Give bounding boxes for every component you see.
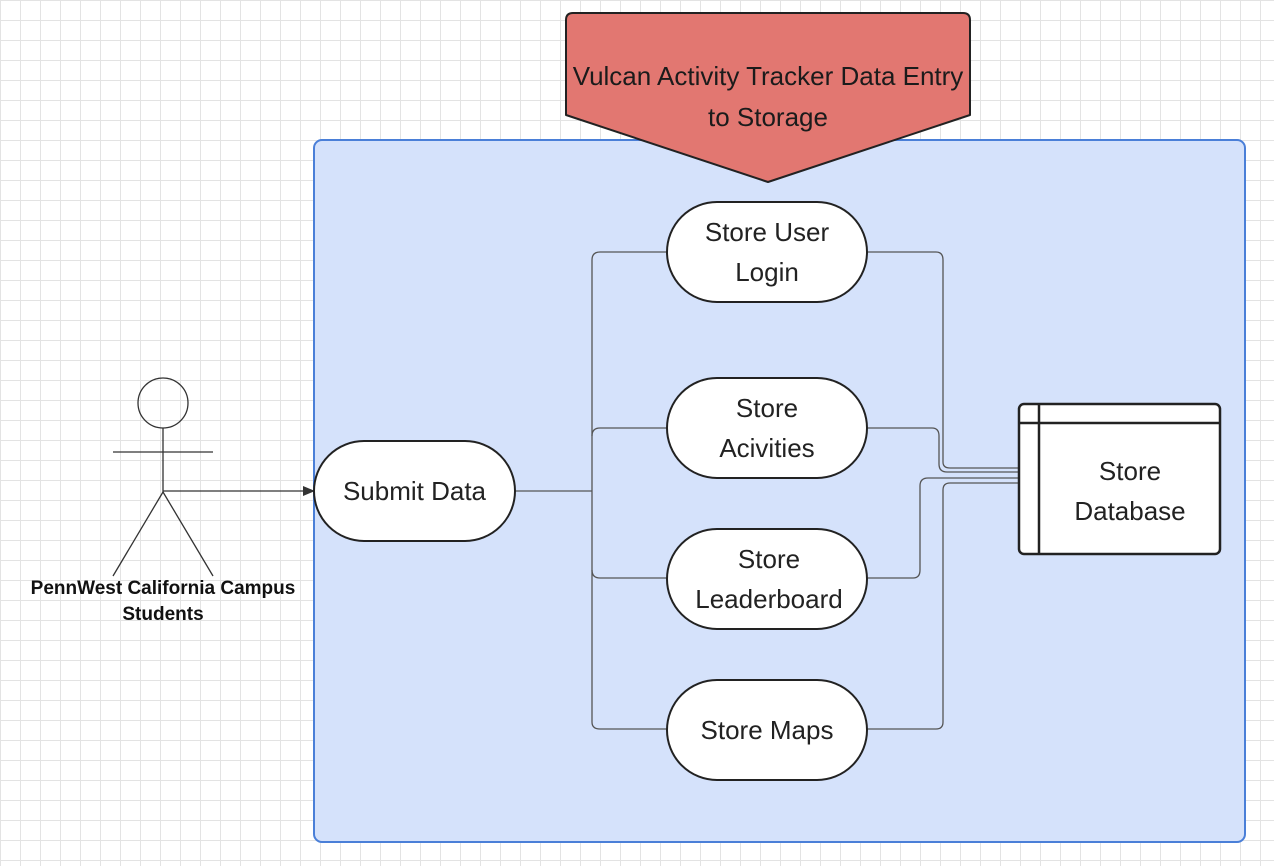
process-node-maps[interactable] — [666, 679, 868, 781]
actor-label: PennWest California Campus Students — [8, 576, 318, 628]
connector-bus-to-leaderboard — [591, 569, 667, 579]
connector-bus-vertical — [591, 251, 667, 261]
process-node-user-login[interactable] — [666, 201, 868, 303]
connector-login-to-database — [866, 251, 1020, 469]
connector-bus-vertical-lower — [591, 260, 667, 730]
actor-head — [137, 377, 189, 429]
submit-data-node[interactable] — [313, 440, 516, 542]
title-banner[interactable] — [565, 12, 971, 183]
actor-figure[interactable] — [112, 377, 214, 577]
process-node-leaderboard[interactable] — [666, 528, 868, 630]
actor-left-leg — [112, 491, 164, 577]
connectors — [514, 251, 1020, 730]
connector-bus-to-activities — [591, 427, 667, 437]
connector-activities-to-database — [866, 427, 1020, 473]
actor-label-line2: Students — [122, 604, 204, 625]
connector-maps-to-database — [866, 482, 1020, 730]
actor-right-leg — [162, 491, 214, 577]
database-node[interactable] — [1017, 402, 1222, 556]
process-node-activities[interactable] — [666, 377, 868, 479]
actor-label-line1: PennWest California Campus — [30, 578, 296, 599]
connector-leaderboard-to-database — [866, 477, 1020, 579]
